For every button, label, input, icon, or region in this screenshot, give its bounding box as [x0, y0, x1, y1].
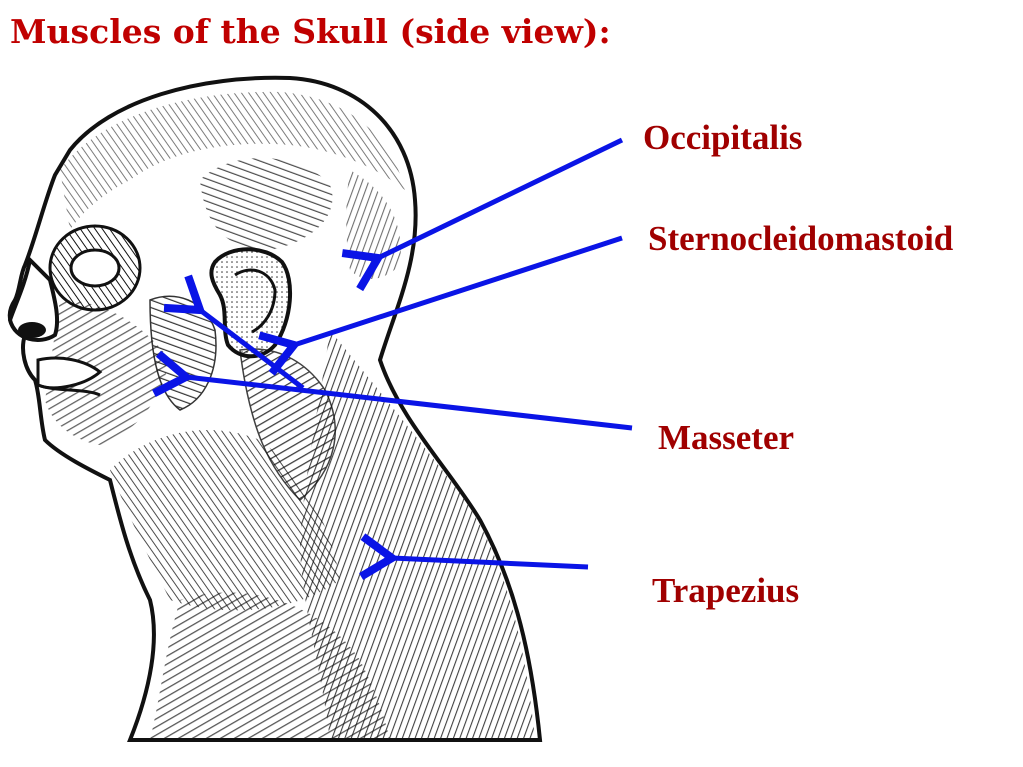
arrow-occipitalis [341, 137, 624, 292]
arrow-sternocleidomastoid [258, 235, 623, 376]
eye-orbicularis [48, 224, 142, 312]
arrow-masseter-upper [163, 274, 305, 390]
arrow-masseter-lower [152, 350, 633, 431]
nose [7, 255, 60, 342]
cheek-face-muscles [45, 300, 170, 445]
shoulder-muscles [150, 592, 390, 740]
neck-muscles [110, 430, 340, 611]
scalp-muscle [60, 91, 405, 231]
trapezius-muscle [300, 330, 535, 740]
mouth-lips [36, 356, 103, 397]
label-trapezius: Trapezius [652, 571, 800, 610]
label-sternocleidomastoid: Sternocleidomastoid [648, 219, 954, 258]
label-masseter: Masseter [658, 418, 795, 457]
page-title: Muscles of the Skull (side view): [10, 12, 611, 51]
temporalis-fan [200, 158, 333, 250]
label-occipitalis: Occipitalis [643, 118, 803, 157]
arrow-trapezius [359, 533, 589, 581]
